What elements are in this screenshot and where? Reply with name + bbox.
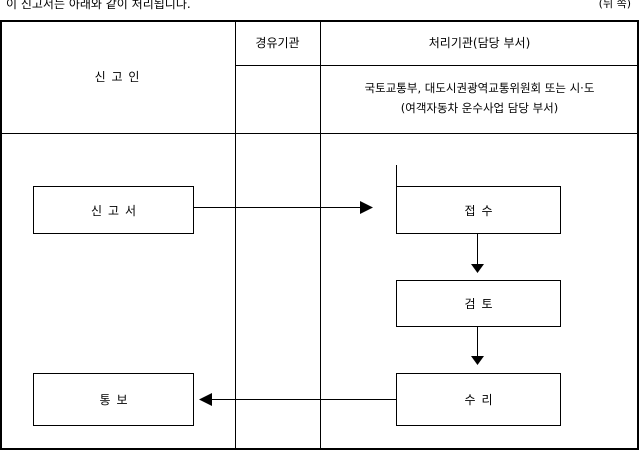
processing-agency-line1: 국토교통부, 대도시권광역교통위원회 또는 시·도: [364, 81, 595, 95]
flow-box-receipt: 접수: [396, 186, 561, 234]
flow-box-report: 신고서: [33, 186, 194, 234]
column-divider-1: [235, 20, 236, 450]
process-note: 이 신고서는 아래와 같이 처리됩니다.: [6, 0, 191, 11]
page-side-label: (뒤 쪽): [598, 0, 631, 10]
header-applicant: 신 고 인: [94, 69, 141, 84]
header-via-agency: 경유기관: [255, 35, 300, 50]
header-bottom-line: [0, 133, 639, 134]
processing-agency-line2: (여객자동차 운수사업 담당 부서): [400, 101, 559, 115]
arrow-left-icon: [199, 393, 212, 406]
process-table: [0, 20, 639, 450]
header-processing-agency: 처리기관(담당 부서): [428, 35, 531, 50]
arrow-down-icon: [471, 264, 484, 273]
header-separator: [235, 65, 639, 66]
column-divider-2: [320, 20, 321, 450]
arrow-down-icon-2: [471, 356, 484, 365]
arrow-right-icon: [360, 201, 373, 214]
flow-box-acceptance: 수리: [396, 373, 561, 426]
flow-box-review: 검토: [396, 280, 561, 327]
flow-box-notification: 통보: [33, 373, 194, 426]
